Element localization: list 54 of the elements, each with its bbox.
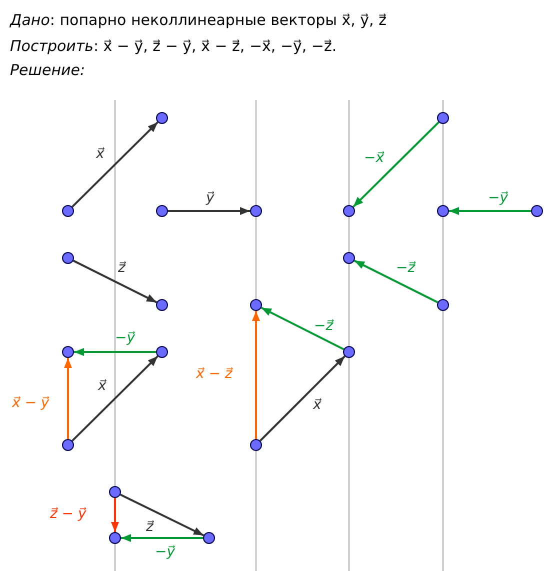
point <box>156 346 168 358</box>
point <box>250 205 262 217</box>
heading-text: Решение: <box>10 60 86 80</box>
vector-arrow <box>252 311 260 439</box>
vector-label: −y⃗ <box>488 190 508 206</box>
point <box>437 205 449 217</box>
point <box>203 532 215 544</box>
point <box>156 112 168 124</box>
point <box>343 205 355 217</box>
task-text: Дано: попарно неколлинеарные векторы x⃗, y⃗, z⃗ <box>10 10 386 30</box>
vector-arrow <box>64 358 72 439</box>
point <box>250 439 262 451</box>
point <box>437 112 449 124</box>
vector-label: x⃗ <box>313 397 322 413</box>
vector-arrow <box>72 122 158 208</box>
point <box>109 532 121 544</box>
vector-arrow <box>449 207 531 215</box>
point <box>62 346 74 358</box>
task-text: Построить: x⃗ − y⃗, z⃗ − y⃗, x⃗ − z⃗, −x⃗, −y⃗, −z⃗. <box>10 36 337 56</box>
vector-label: −y⃗ <box>115 330 136 346</box>
point <box>62 252 74 264</box>
vector-arrow <box>72 260 158 304</box>
vector-arrow <box>72 356 158 442</box>
vector-label: y⃗ <box>206 190 214 206</box>
point <box>343 346 355 358</box>
point <box>343 252 355 264</box>
point <box>250 299 262 311</box>
vector-arrow <box>111 498 119 532</box>
vector-label: x⃗ <box>96 146 104 162</box>
vector-label: x⃗ − y⃗ <box>12 395 50 411</box>
vector-label: −z⃗ <box>396 260 416 276</box>
point <box>62 439 74 451</box>
point <box>109 486 121 498</box>
vector-label: x⃗ − z⃗ <box>196 366 232 382</box>
vector-arrow <box>168 207 250 215</box>
vector-label: z⃗ − y⃗ <box>50 506 86 522</box>
point <box>62 205 74 217</box>
vector-label: z⃗ <box>118 260 126 276</box>
point <box>531 205 543 217</box>
vector-arrow <box>352 122 440 208</box>
vector-label: −z⃗ <box>314 318 334 334</box>
vector-arrow <box>354 260 438 304</box>
point <box>156 299 168 311</box>
vector-label: −x⃗ <box>364 150 384 166</box>
vector-arrow <box>120 494 204 536</box>
vector-arrow <box>74 348 156 356</box>
vector-arrow <box>121 534 203 542</box>
point <box>437 299 449 311</box>
vector-arrow <box>260 306 344 350</box>
vector-label: z⃗ <box>146 519 154 535</box>
vector-label: x⃗ <box>98 378 106 394</box>
point <box>156 205 168 217</box>
vector-label: −y⃗ <box>155 544 176 560</box>
vector-arrow <box>260 356 346 442</box>
